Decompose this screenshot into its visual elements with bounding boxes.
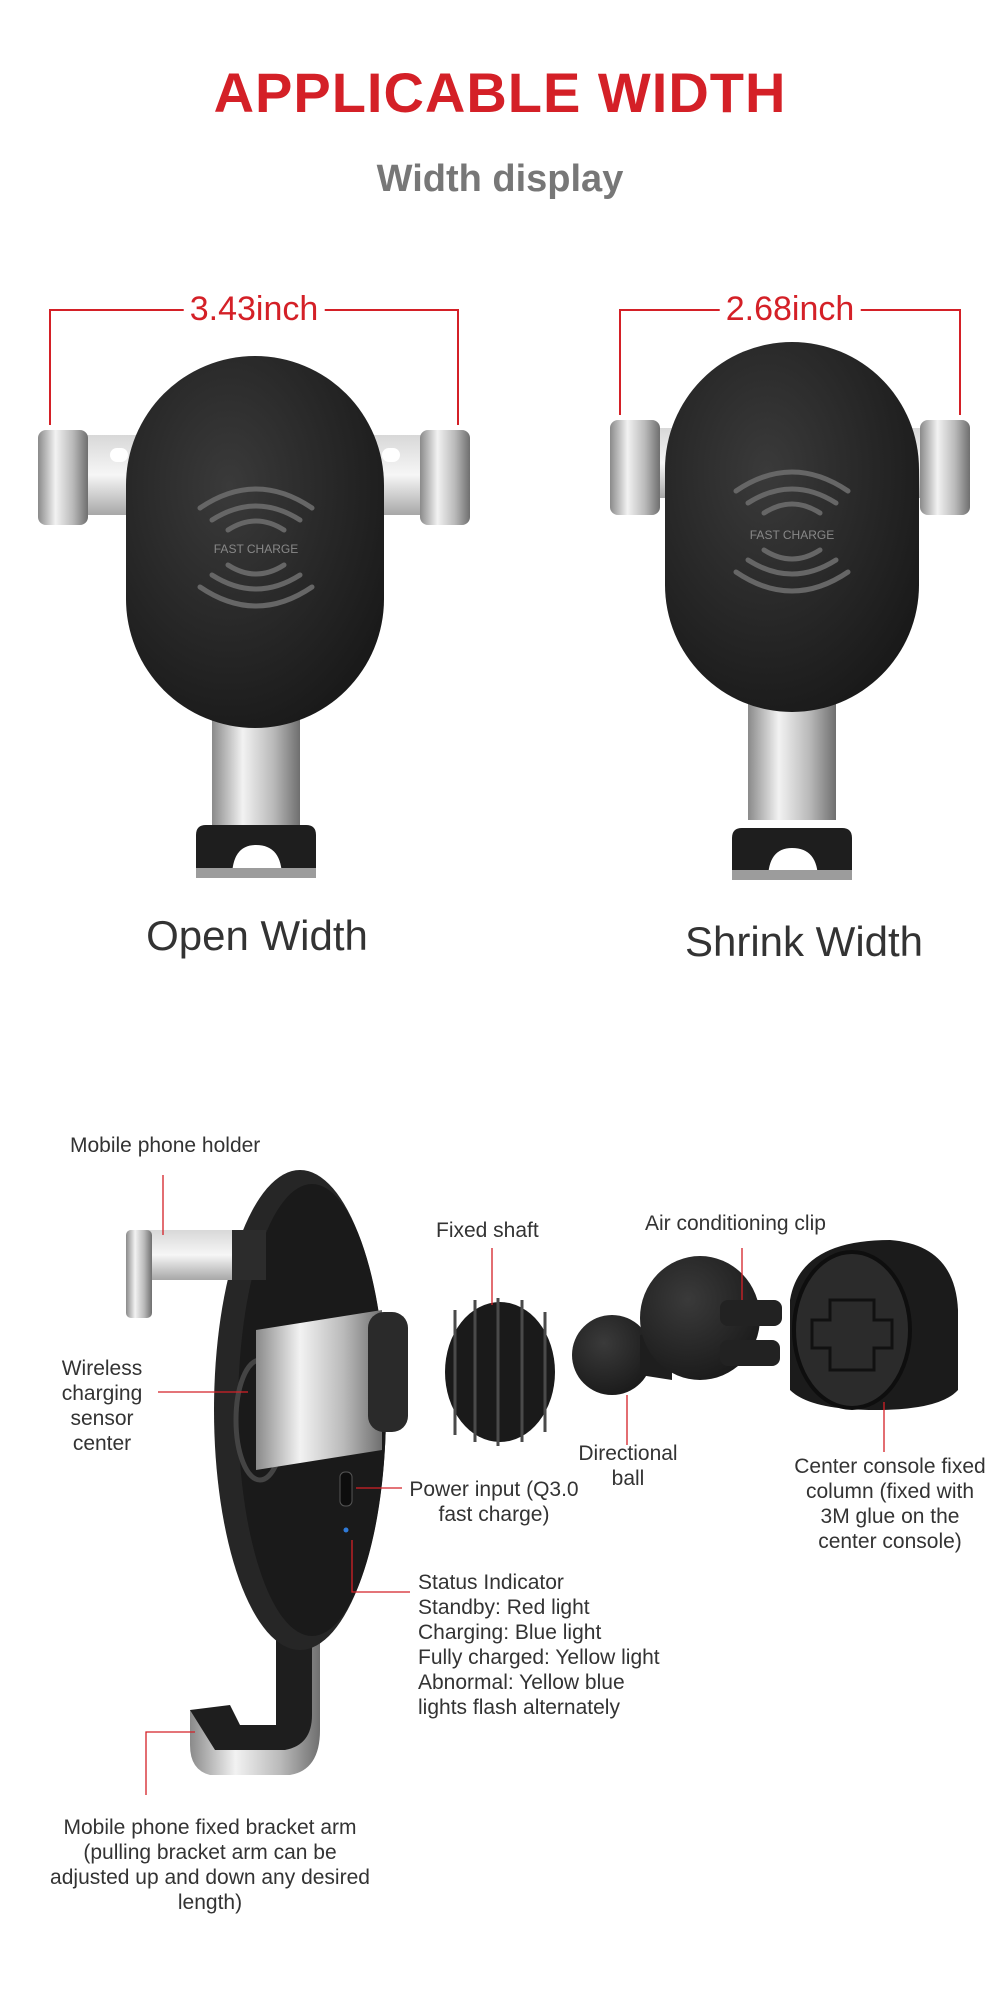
shrink-width-dimension-label: 2.68inch bbox=[719, 290, 861, 329]
shrink-width-holder bbox=[610, 342, 970, 880]
callout-bracket-arm: Mobile phone fixed bracket arm (pulling … bbox=[50, 1816, 370, 1914]
open-width-holder bbox=[38, 356, 470, 878]
callout-fixed-shaft: Fixed shaft bbox=[436, 1219, 539, 1242]
page-subtitle: Width display bbox=[376, 158, 624, 200]
exploded-view bbox=[126, 1170, 958, 1775]
shrink-width-pad-label: FAST CHARGE bbox=[749, 528, 835, 542]
callout-lines bbox=[145, 1175, 885, 1795]
callout-phone-holder: Mobile phone holder bbox=[70, 1134, 261, 1157]
callout-power-input: Power input (Q3.0 fast charge) bbox=[409, 1478, 579, 1526]
open-width-dimension-label: 3.43inch bbox=[183, 290, 325, 329]
callout-sensor: Wireless charging sensor center bbox=[61, 1357, 143, 1455]
callout-air-clip: Air conditioning clip bbox=[645, 1212, 826, 1235]
callout-status-indicator: Status Indicator Standby: Red light Char… bbox=[418, 1571, 660, 1719]
callout-console-column: Center console fixed column (fixed with … bbox=[794, 1455, 986, 1553]
open-width-caption: Open Width bbox=[146, 912, 368, 959]
shrink-width-caption: Shrink Width bbox=[684, 918, 924, 965]
callout-directional-ball: Directional ball bbox=[578, 1442, 678, 1490]
page-title: APPLICABLE WIDTH bbox=[213, 61, 787, 124]
open-width-pad-label: FAST CHARGE bbox=[213, 542, 299, 556]
